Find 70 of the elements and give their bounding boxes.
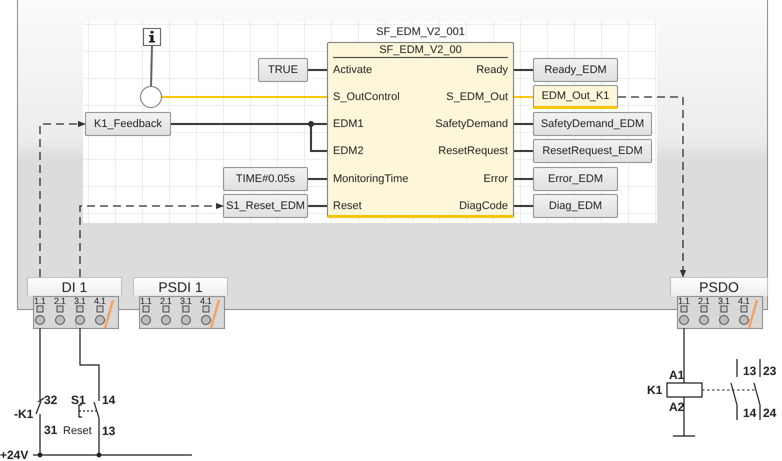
pin-label: EDM1: [327, 116, 422, 132]
variable-box: ResetRequest_EDM: [533, 139, 652, 163]
connector: [514, 178, 533, 180]
connector: [514, 69, 533, 71]
schematic-label: 13: [102, 424, 116, 438]
connector: [308, 178, 327, 180]
variable-box: Ready_EDM: [533, 58, 618, 82]
variable-box: S1_Reset_EDM: [223, 194, 308, 218]
terminal-number: 2.1: [698, 296, 710, 306]
pin-label: SafetyDemand: [419, 116, 514, 132]
connector: [39, 120, 86, 277]
variable-box: TRUE: [258, 58, 308, 82]
connector: [514, 123, 533, 125]
variable-box: TIME#0.05s: [223, 167, 308, 191]
pin-label: S_OutControl: [327, 89, 422, 105]
schematic-label: S1: [71, 393, 86, 407]
connector: [618, 96, 686, 278]
terminal-number: 3.1: [74, 296, 86, 306]
variable-box: SafetyDemand_EDM: [533, 112, 652, 136]
variable-box: Error_EDM: [533, 167, 618, 191]
schematic-label: 14: [102, 393, 116, 407]
block-instance-name: SF_EDM_V2_001: [375, 26, 466, 38]
schematic-label: 23: [763, 364, 776, 378]
schematic-label: +24V: [0, 448, 28, 461]
connector: [514, 150, 533, 152]
schematic-label: 32: [44, 393, 58, 407]
connector: [308, 69, 327, 71]
pin-label: Error: [419, 171, 514, 187]
terminal-number: 1.1: [678, 296, 690, 306]
terminal-number: 4.1: [200, 296, 212, 306]
connector: [514, 205, 533, 207]
terminal-number: 4.1: [94, 296, 106, 306]
variable-box: EDM_Out_K1: [533, 85, 618, 109]
module-header: PSDO: [670, 277, 768, 296]
pin-label: EDM2: [327, 143, 422, 159]
connector: [150, 46, 153, 86]
connector: [79, 202, 224, 277]
terminal-number: 4.1: [738, 296, 750, 306]
terminal-number: 2.1: [160, 296, 172, 306]
module-header: PSDI 1: [133, 277, 228, 296]
pin-label: ResetRequest: [419, 143, 514, 159]
schematic-label: A1: [669, 368, 684, 382]
terminal-number: 1.1: [140, 296, 152, 306]
terminal-number: 3.1: [718, 296, 730, 306]
connector: [162, 96, 327, 98]
pin-label: Activate: [327, 62, 422, 78]
pin-label: Reset: [327, 198, 422, 214]
circle-node: [140, 86, 162, 108]
variable-box: Diag_EDM: [533, 194, 618, 218]
pin-label: MonitoringTime: [327, 171, 422, 187]
connector: [308, 205, 327, 207]
schematic-label: 24: [763, 406, 776, 420]
pin-label: S_EDM_Out: [419, 89, 514, 105]
module-header: DI 1: [27, 277, 122, 296]
pin-label: DiagCode: [419, 198, 514, 214]
schematic-label: Reset: [63, 425, 92, 437]
terminal-number: 3.1: [180, 296, 192, 306]
schematic-label: 13: [743, 364, 756, 378]
variable-box: K1_Feedback: [85, 112, 171, 136]
schematic-label: A2: [669, 400, 684, 414]
info-icon: [143, 28, 161, 46]
connector: [514, 96, 533, 98]
schematic-label: K1: [647, 383, 662, 397]
schematic-label: 31: [44, 423, 58, 437]
block-type-name: SF_EDM_V2_00: [333, 44, 508, 58]
terminal-number: 2.1: [54, 296, 66, 306]
schematic-label: -K1: [14, 407, 34, 421]
terminal-number: 1.1: [34, 296, 46, 306]
schematic-label: 14: [743, 406, 756, 420]
pin-label: Ready: [419, 62, 514, 78]
